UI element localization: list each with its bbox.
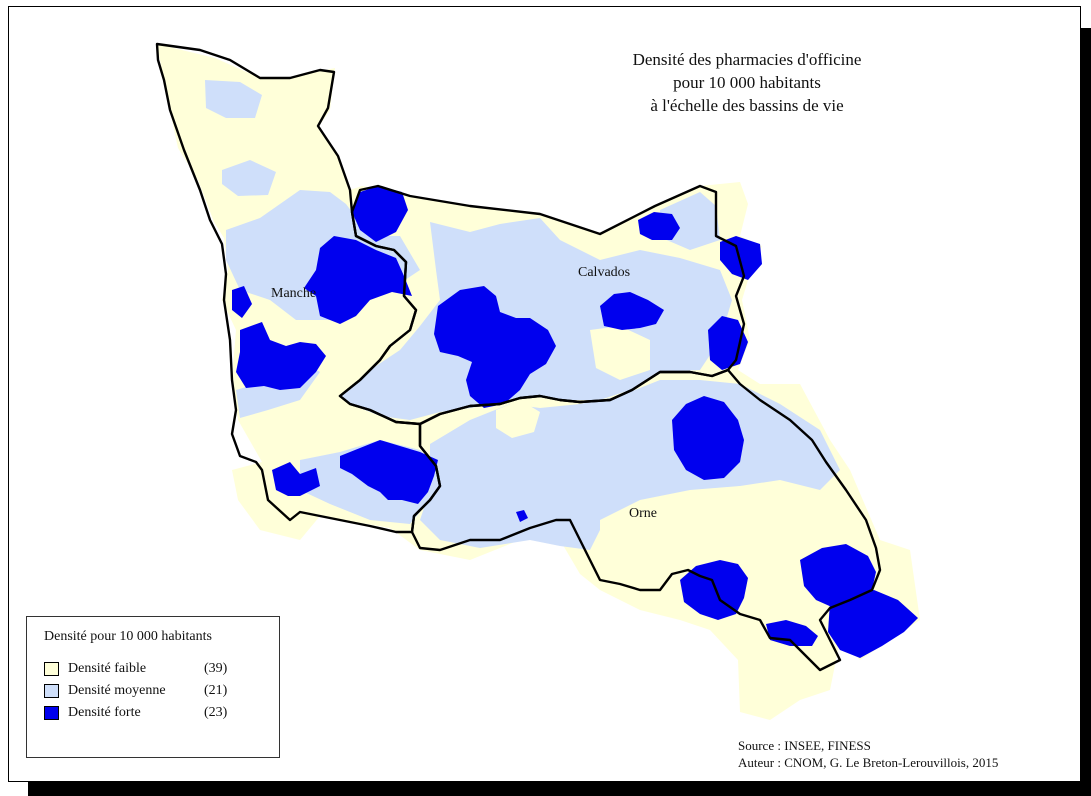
legend-label-faible: Densité faible xyxy=(68,661,147,676)
legend-title: Densité pour 10 000 habitants xyxy=(44,629,212,644)
map-title-line-1: Densité des pharmacies d'officine xyxy=(632,50,862,69)
zone-forte-small-orne xyxy=(516,510,528,522)
legend-count-moyenne: (21) xyxy=(204,683,228,698)
zones-faible-islands xyxy=(496,326,810,580)
legend-count-forte: (23) xyxy=(204,705,228,720)
zone-forte-saint-lo xyxy=(304,236,412,324)
zone-moyenne-cherbourg-south xyxy=(222,160,276,196)
legend-swatch-forte xyxy=(44,706,59,720)
author-credit: Auteur : CNOM, G. Le Breton-Lerouvillois… xyxy=(738,755,999,770)
zone-forte-coast-east xyxy=(638,212,680,240)
frame-shadow-right xyxy=(1081,28,1091,796)
label-calvados: Calvados xyxy=(578,265,631,280)
zone-forte-bayeux xyxy=(434,286,556,408)
map-title-line-2: pour 10 000 habitants xyxy=(673,73,821,92)
border-manche-outline xyxy=(155,42,442,534)
legend-swatch-moyenne xyxy=(44,684,59,698)
zone-forte-coast-west xyxy=(232,286,252,318)
zone-forte-coutances xyxy=(236,322,326,390)
zone-faible-calvados xyxy=(590,326,650,380)
zone-faible-orne-south xyxy=(600,486,810,580)
zone-forte-mortain xyxy=(340,440,438,504)
map-title-line-3: à l'échelle des bassins de vie xyxy=(650,96,844,115)
source-credit: Source : INSEE, FINESS xyxy=(738,738,871,753)
department-borders xyxy=(155,42,882,672)
zone-forte-perche xyxy=(828,590,918,658)
zone-forte-honfleur xyxy=(720,236,762,280)
legend-box: Densité pour 10 000 habitants Densité fa… xyxy=(26,616,280,758)
zone-forte-caen xyxy=(600,292,664,330)
label-manche: Manche xyxy=(271,286,317,301)
label-orne: Orne xyxy=(629,506,657,521)
zone-faible-orne-north xyxy=(496,400,540,438)
frame-shadow-bottom xyxy=(28,782,1091,796)
legend-swatch-faible xyxy=(44,662,59,676)
legend-count-faible: (39) xyxy=(204,661,228,676)
zone-forte-coast-north xyxy=(352,186,408,242)
legend-label-moyenne: Densité moyenne xyxy=(68,683,166,698)
border-orne-outline xyxy=(410,368,882,672)
zone-forte-argentan xyxy=(672,396,744,480)
zone-moyenne-nw xyxy=(205,80,262,118)
legend-label-forte: Densité forte xyxy=(68,705,141,720)
zone-forte-avranches xyxy=(272,462,320,496)
zone-forte-mortagne xyxy=(800,544,876,608)
